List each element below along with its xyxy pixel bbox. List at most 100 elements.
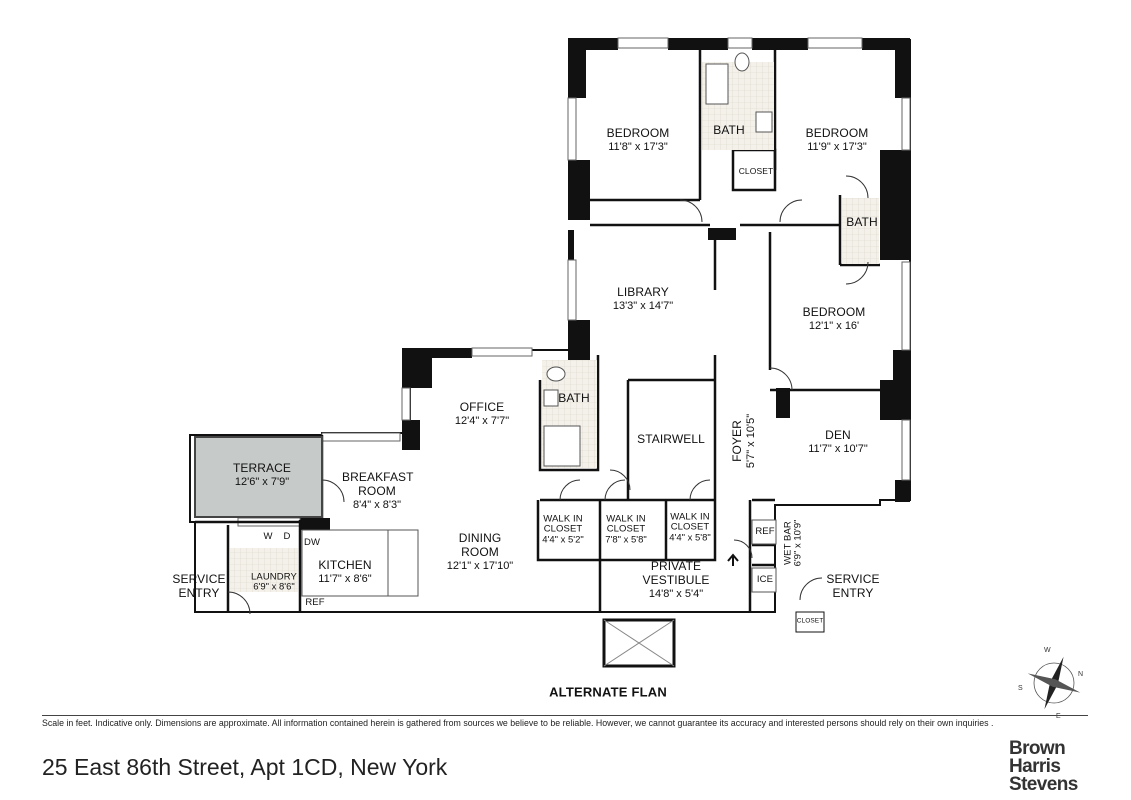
interior-wall xyxy=(536,500,752,612)
small-closet-label: CLOSET xyxy=(796,617,824,625)
window xyxy=(617,37,669,49)
toilet xyxy=(546,366,566,382)
divider xyxy=(42,715,1088,716)
door-swing xyxy=(321,479,345,503)
window xyxy=(321,432,401,442)
door-swing xyxy=(845,175,869,199)
plan-title: ALTERNATE FLAN xyxy=(549,684,667,700)
compass-w: W xyxy=(1044,647,1051,654)
room-bath-right: BATH xyxy=(846,215,878,230)
wall-segment xyxy=(402,348,472,358)
door-swing xyxy=(689,479,711,501)
wall-segment xyxy=(895,480,910,502)
ice-label: ICE xyxy=(756,573,774,585)
window xyxy=(401,387,411,421)
sink xyxy=(755,111,773,133)
washer-label: W xyxy=(263,530,273,542)
brand-logo: Brown Harris Stevens xyxy=(1009,738,1078,795)
brand-line-3: Stevens xyxy=(1009,774,1078,795)
dishwasher-label: DW xyxy=(303,536,321,548)
window xyxy=(567,259,577,321)
wall-segment xyxy=(708,228,736,240)
kitchen-island xyxy=(387,529,419,597)
ice-box xyxy=(751,567,777,593)
door-swing xyxy=(769,367,793,391)
room-closet-top: CLOSET xyxy=(738,166,774,177)
door-swing xyxy=(845,261,869,285)
interior-wall xyxy=(752,498,775,567)
dryer-label: D xyxy=(283,530,291,542)
wall-segment xyxy=(568,160,590,220)
brand-line-2: Harris xyxy=(1009,756,1061,777)
window xyxy=(807,37,863,49)
bath-floor xyxy=(842,198,879,264)
wall-segment xyxy=(880,380,910,420)
interior-wall xyxy=(538,355,715,502)
window xyxy=(471,347,533,357)
wall-segment xyxy=(402,420,420,450)
wall-segment xyxy=(668,38,728,50)
terrace-floor xyxy=(194,436,323,518)
room-bath-mid: BATH xyxy=(558,391,590,406)
door-swing xyxy=(609,469,631,491)
kitchen-ref-label: REF xyxy=(305,596,325,608)
compass-s: S xyxy=(1018,685,1023,692)
door-swing xyxy=(227,591,251,615)
interior-wall xyxy=(590,48,880,267)
bar-ref-label: REF xyxy=(755,525,775,537)
kitchen-counter xyxy=(301,529,391,597)
floor-plan xyxy=(189,37,911,668)
shower xyxy=(543,425,581,467)
room-stairwell: STAIRWELL xyxy=(637,432,705,447)
compass-n: N xyxy=(1078,671,1084,678)
window xyxy=(901,419,911,481)
brand-line-1: Brown xyxy=(1009,738,1066,759)
door-swing xyxy=(799,577,823,601)
sink xyxy=(543,389,559,407)
window xyxy=(567,97,577,161)
small-closet xyxy=(795,611,825,633)
wall-segment xyxy=(300,518,330,530)
interior-wall xyxy=(713,232,880,500)
ref-box xyxy=(751,519,777,545)
door-swing xyxy=(604,479,626,501)
wall-segment xyxy=(776,388,790,418)
service-entry-left: SERVICE ENTRY xyxy=(172,572,226,600)
compass-e: E xyxy=(1056,713,1061,720)
wall-segment xyxy=(895,38,910,98)
disclaimer: Scale in feet. Indicative only. Dimensio… xyxy=(42,718,994,728)
door-swing xyxy=(679,199,803,223)
window xyxy=(901,97,911,151)
door-swing xyxy=(559,479,581,501)
door-swing xyxy=(733,539,753,559)
wall-segment xyxy=(568,320,590,360)
window xyxy=(727,37,753,49)
property-address: 25 East 86th Street, Apt 1CD, New York xyxy=(42,754,448,780)
wall-segment xyxy=(568,38,618,50)
toilet xyxy=(734,52,750,72)
service-entry-right: SERVICE ENTRY xyxy=(826,572,880,600)
entry-arrow xyxy=(727,553,739,566)
bathtub xyxy=(705,63,729,105)
room-bath-top: BATH xyxy=(713,123,745,138)
wall-segment xyxy=(568,38,586,98)
wall-segment xyxy=(752,38,808,50)
stair-elevator-x xyxy=(603,619,675,667)
